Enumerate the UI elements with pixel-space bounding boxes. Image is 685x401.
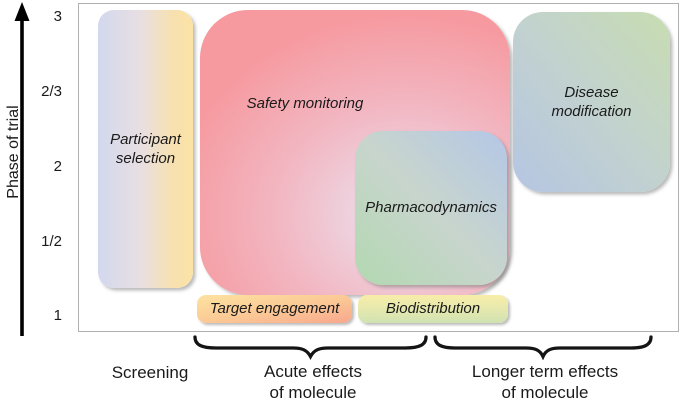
longer-term-line1: Longer term effects — [471, 362, 619, 381]
safety-monitoring-label: Safety monitoring — [246, 95, 364, 112]
longer-term-effects-label: Longer term effects of molecule — [455, 361, 635, 401]
disease-modification-box: Disease modification — [513, 12, 670, 192]
pharmacodynamics-box: Pharmacodynamics — [355, 131, 507, 285]
acute-effects-brace-icon — [193, 335, 428, 360]
participant-selection-label: Participant selection — [110, 130, 181, 168]
acute-effects-line1: Acute effects — [264, 362, 362, 381]
target-engagement-label: Target engagement — [209, 300, 340, 318]
acute-effects-line2: of molecule — [269, 383, 357, 401]
screening-label-text: Screening — [111, 363, 189, 382]
y-tick-2-3: 2/3 — [41, 83, 62, 100]
y-tick-2: 2 — [53, 158, 62, 175]
biodistribution-box: Biodistribution — [358, 295, 508, 323]
participant-selection-box: Participant selection — [98, 10, 193, 288]
pharmacodynamics-label: Pharmacodynamics — [365, 199, 497, 217]
disease-modification-label: Disease modification — [551, 83, 632, 121]
acute-effects-label: Acute effects of molecule — [233, 361, 393, 401]
longer-term-line2: of molecule — [501, 383, 589, 401]
target-engagement-box: Target engagement — [197, 295, 352, 323]
screening-label: Screening — [90, 363, 210, 383]
y-tick-1: 1 — [53, 307, 62, 324]
y-tick-1-2: 1/2 — [41, 233, 62, 250]
y-tick-3: 3 — [53, 8, 62, 25]
biodistribution-label: Biodistribution — [385, 300, 481, 318]
y-axis-arrow-icon — [14, 2, 30, 336]
longer-term-brace-icon — [433, 335, 653, 360]
